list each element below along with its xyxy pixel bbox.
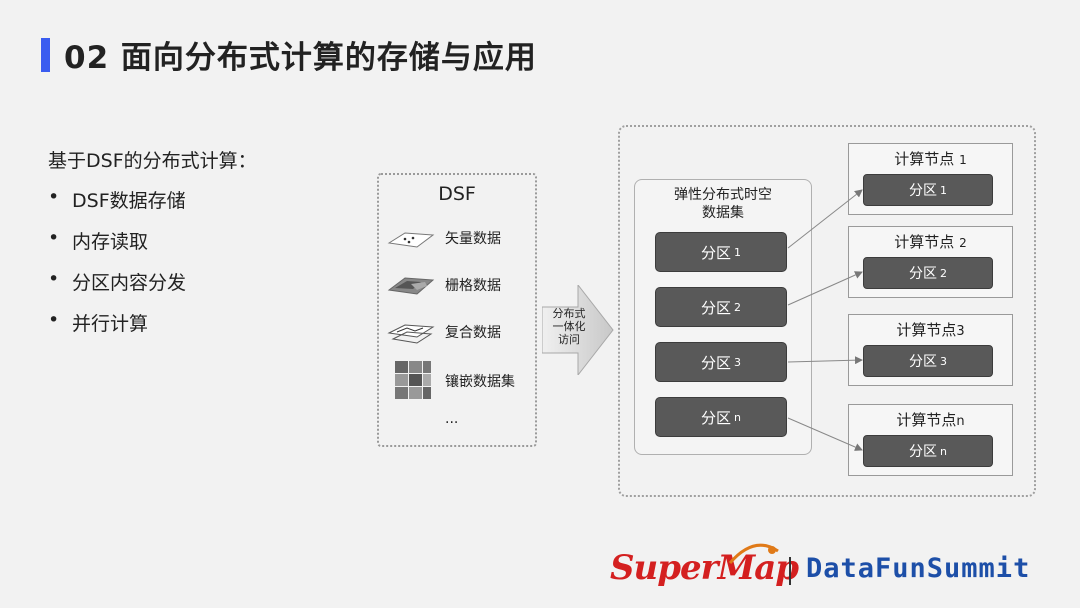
composite-data-icon xyxy=(387,324,435,344)
datafunsummit-logo: DataFunSummit xyxy=(806,553,1031,584)
dsf-item-composite: 复合数据 xyxy=(379,317,535,347)
list-item: •分区内容分发 xyxy=(48,268,187,294)
title-accent-bar xyxy=(41,38,50,72)
dsf-container: DSF 矢量数据 栅格数据 复合数据 镶嵌数据集 ... xyxy=(377,173,537,447)
dataset-title: 弹性分布式时空 数据集 xyxy=(674,187,772,221)
logo-separator xyxy=(789,557,791,585)
list-item: •并行计算 xyxy=(48,309,149,335)
arrow-shape xyxy=(541,283,614,377)
node-title: 计算节点 1 xyxy=(894,150,967,168)
intro-text: 基于DSF的分布式计算： xyxy=(48,150,257,172)
node-title: 计算节点3 xyxy=(896,321,965,339)
mosaic-dataset-icon xyxy=(395,361,431,399)
list-item: •DSF数据存储 xyxy=(48,186,186,212)
compute-cluster-container xyxy=(618,125,1036,497)
node-title: 计算节点n xyxy=(896,411,965,429)
dsf-item-mosaic: 镶嵌数据集 xyxy=(379,359,535,399)
supermap-logo: SuperMap xyxy=(610,548,799,588)
list-item: •内存读取 xyxy=(48,227,149,253)
arrow-label: 分布式 一体化 访问 xyxy=(552,307,586,346)
dsf-item-raster: 栅格数据 xyxy=(379,270,535,300)
vector-data-icon xyxy=(387,232,435,248)
bullet-list: •DSF数据存储 •内存读取 •分区内容分发 •并行计算 xyxy=(48,186,186,350)
dsf-ellipsis: ... xyxy=(445,411,459,427)
node-title: 计算节点 2 xyxy=(894,233,967,251)
logo-swoosh-icon xyxy=(728,543,779,564)
dsf-title: DSF xyxy=(438,183,476,205)
distributed-access-arrow: 分布式 一体化 访问 xyxy=(541,283,614,377)
raster-data-icon xyxy=(387,277,435,295)
dsf-item-vector: 矢量数据 xyxy=(379,223,535,253)
page-title: 02 面向分布式计算的存储与应用 xyxy=(64,40,537,76)
